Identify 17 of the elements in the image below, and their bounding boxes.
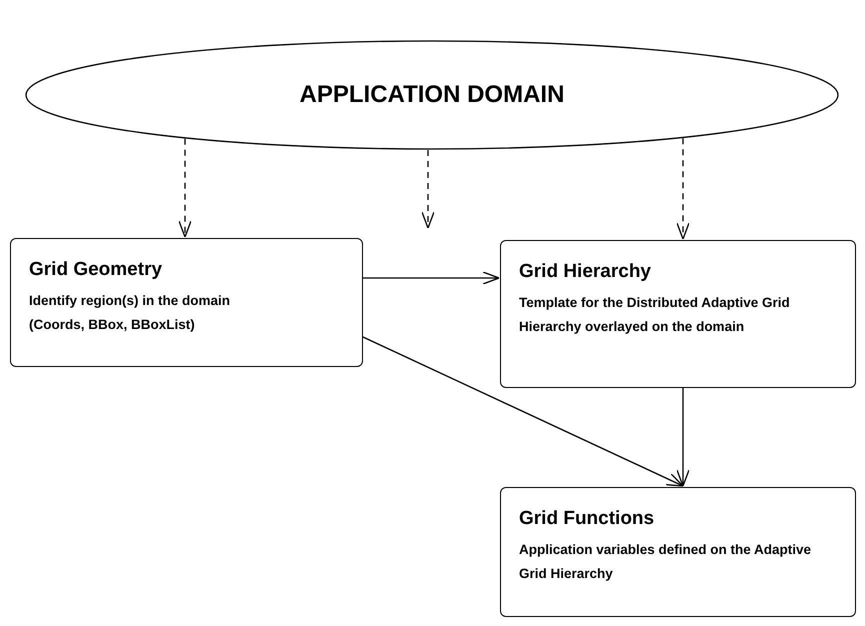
arrow [676,138,690,240]
box-description: Application variables defined on the Adaptive Grid Hierarchy [519,541,812,583]
box-heading: Grid Geometry [29,259,164,281]
arrow [421,150,435,229]
box-heading: Grid Hierarchy [519,261,652,283]
arrow [362,336,684,487]
ellipse-title: APPLICATION DOMAIN [300,81,564,109]
box-description: Template for the Distributed Adaptive Grid Hierarchy overlayed on the domain [519,294,791,336]
module-box [10,238,363,367]
arrow [676,388,690,487]
arrow [363,271,500,285]
arrow [178,138,192,238]
domain-ellipse [25,40,839,150]
module-box [500,487,856,617]
module-box [500,240,856,388]
box-heading: Grid Functions [519,508,656,530]
box-description: Identify region(s) in the domain (Coords, BBox, BBoxList) [29,292,232,334]
